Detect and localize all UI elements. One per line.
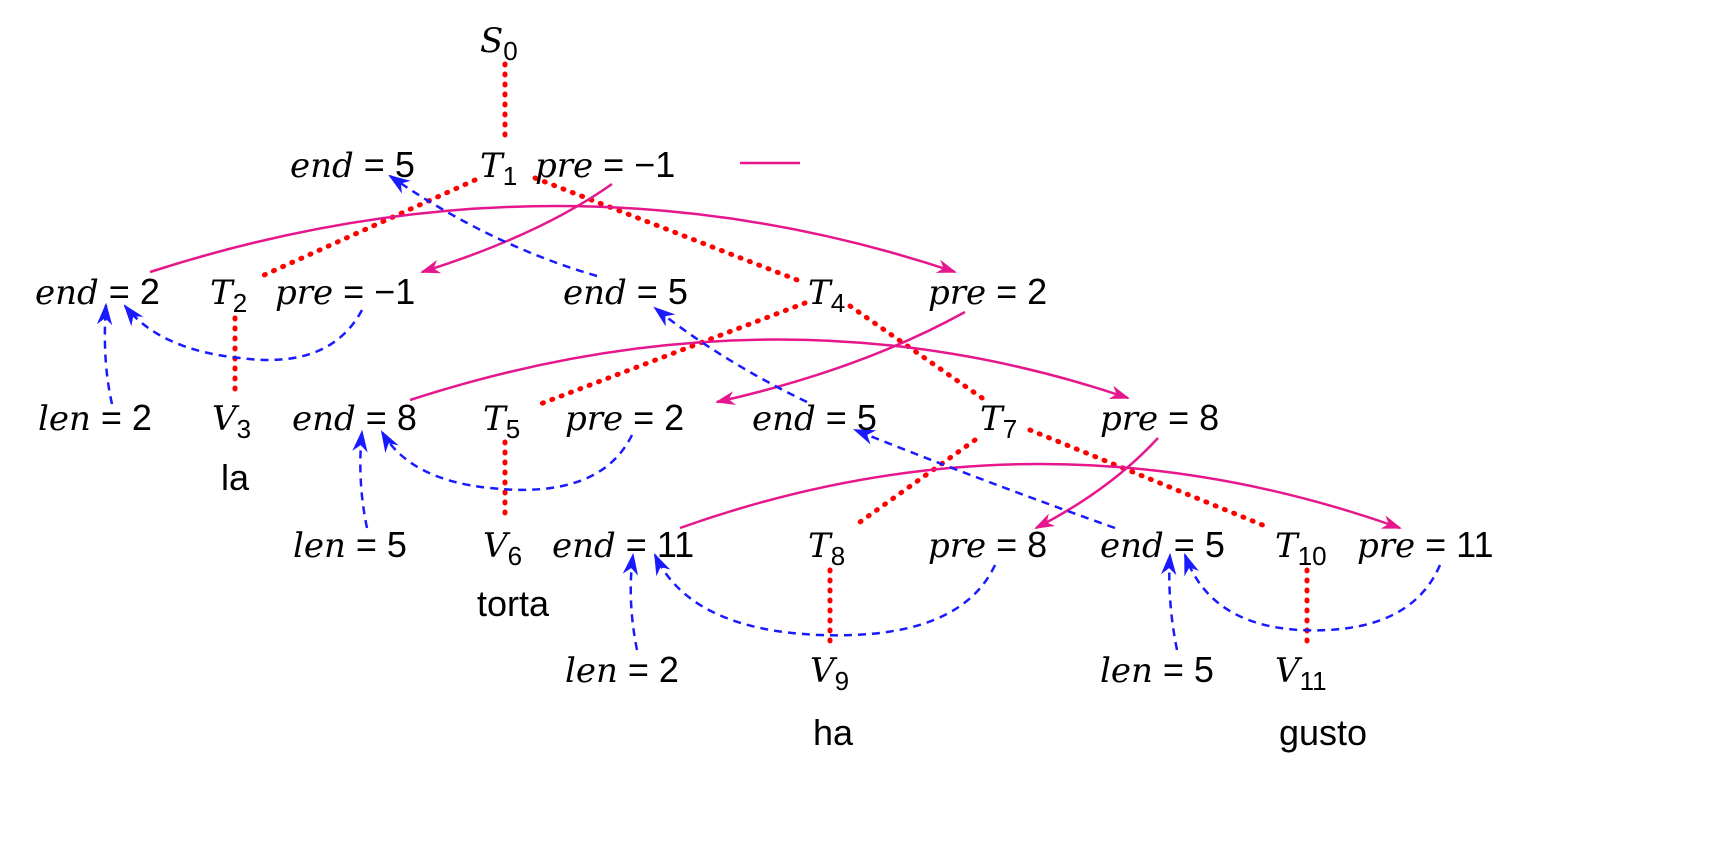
node-t4: T4 [808,273,845,318]
link-v3len-t2end [96,302,114,405]
node-v9: V9 [810,651,849,696]
link-v6len-t5end [352,429,369,529]
nodes: S0 T1 T2 T4 V3 T5 T7 V6 T8 T10 V9 V11 [210,21,1327,696]
end-links [96,174,1442,651]
t5-pre-label: pre = 2 [565,397,684,439]
word-la: la [221,457,250,498]
node-t1: T1 [480,146,517,191]
node-v3: V3 [212,399,251,444]
t2-end-label: end = 2 [35,271,160,313]
node-v11: V11 [1275,651,1327,696]
link-t5pre-t5end [380,430,634,492]
link-t4pre-t5pre [715,310,966,405]
t1-pre-label: pre = −1 [535,144,675,186]
tree-edges [232,61,1310,653]
node-t2: T2 [210,273,247,318]
t10-end-label: end = 5 [1100,524,1225,566]
link-t10end-t7end [852,428,1116,530]
node-v6: V6 [483,526,522,571]
link-t7pre-t8pre [1034,437,1159,530]
link-t7end-t4end [653,306,808,404]
node-t8: T8 [808,526,845,571]
word-ha: ha [813,712,854,753]
edge-t1-t4 [532,175,808,286]
node-t10: T10 [1275,526,1327,571]
t2-pre-label: pre = −1 [275,271,415,313]
t4-end-label: end = 5 [563,271,688,313]
t8-pre-label: pre = 8 [928,524,1047,566]
words: la torta ha gusto [221,457,1367,753]
link-v11len-t10end [1161,552,1179,651]
t7-end-label: end = 5 [752,397,877,439]
link-v9len-t8end [622,552,639,651]
t1-end-label: end = 5 [290,144,415,186]
edge-t7-t10 [1027,427,1268,529]
v6-len-label: len = 5 [293,524,407,566]
node-t7: T7 [980,399,1017,444]
t7-pre-label: pre = 8 [1100,397,1219,439]
link-t4end-t1end [388,174,598,278]
link-t2end-t4pre [149,204,957,274]
link-t2pre-t2end [123,304,364,362]
word-torta: torta [477,583,550,624]
v11-len-label: len = 5 [1100,649,1214,691]
edge-t4-t5 [532,300,808,409]
link-t1pre-t2pre [420,182,613,274]
node-t5: T5 [483,399,520,444]
link-t10pre-t10end [1183,552,1442,632]
link-t8end-t10pre [679,462,1402,530]
node-s0: S0 [480,21,518,66]
edge-t7-t8 [857,437,978,525]
v9-len-label: len = 2 [565,649,679,691]
link-t8pre-t8end [653,553,997,637]
t4-pre-label: pre = 2 [928,271,1047,313]
v3-len-label: len = 2 [38,397,152,439]
edge-t4-t7 [847,303,988,403]
pre-links [149,161,1402,530]
word-gusto: gusto [1279,712,1367,753]
t8-end-label: end = 11 [552,524,694,566]
edge-t1-t2 [259,177,478,279]
annotations: end = 5 pre = −1 ⟵ end = 2 pre = −1 end … [35,144,1494,691]
t10-pre-label: pre = 11 [1357,524,1494,566]
t5-end-label: end = 8 [292,397,417,439]
link-t5end-t7pre [409,338,1130,402]
